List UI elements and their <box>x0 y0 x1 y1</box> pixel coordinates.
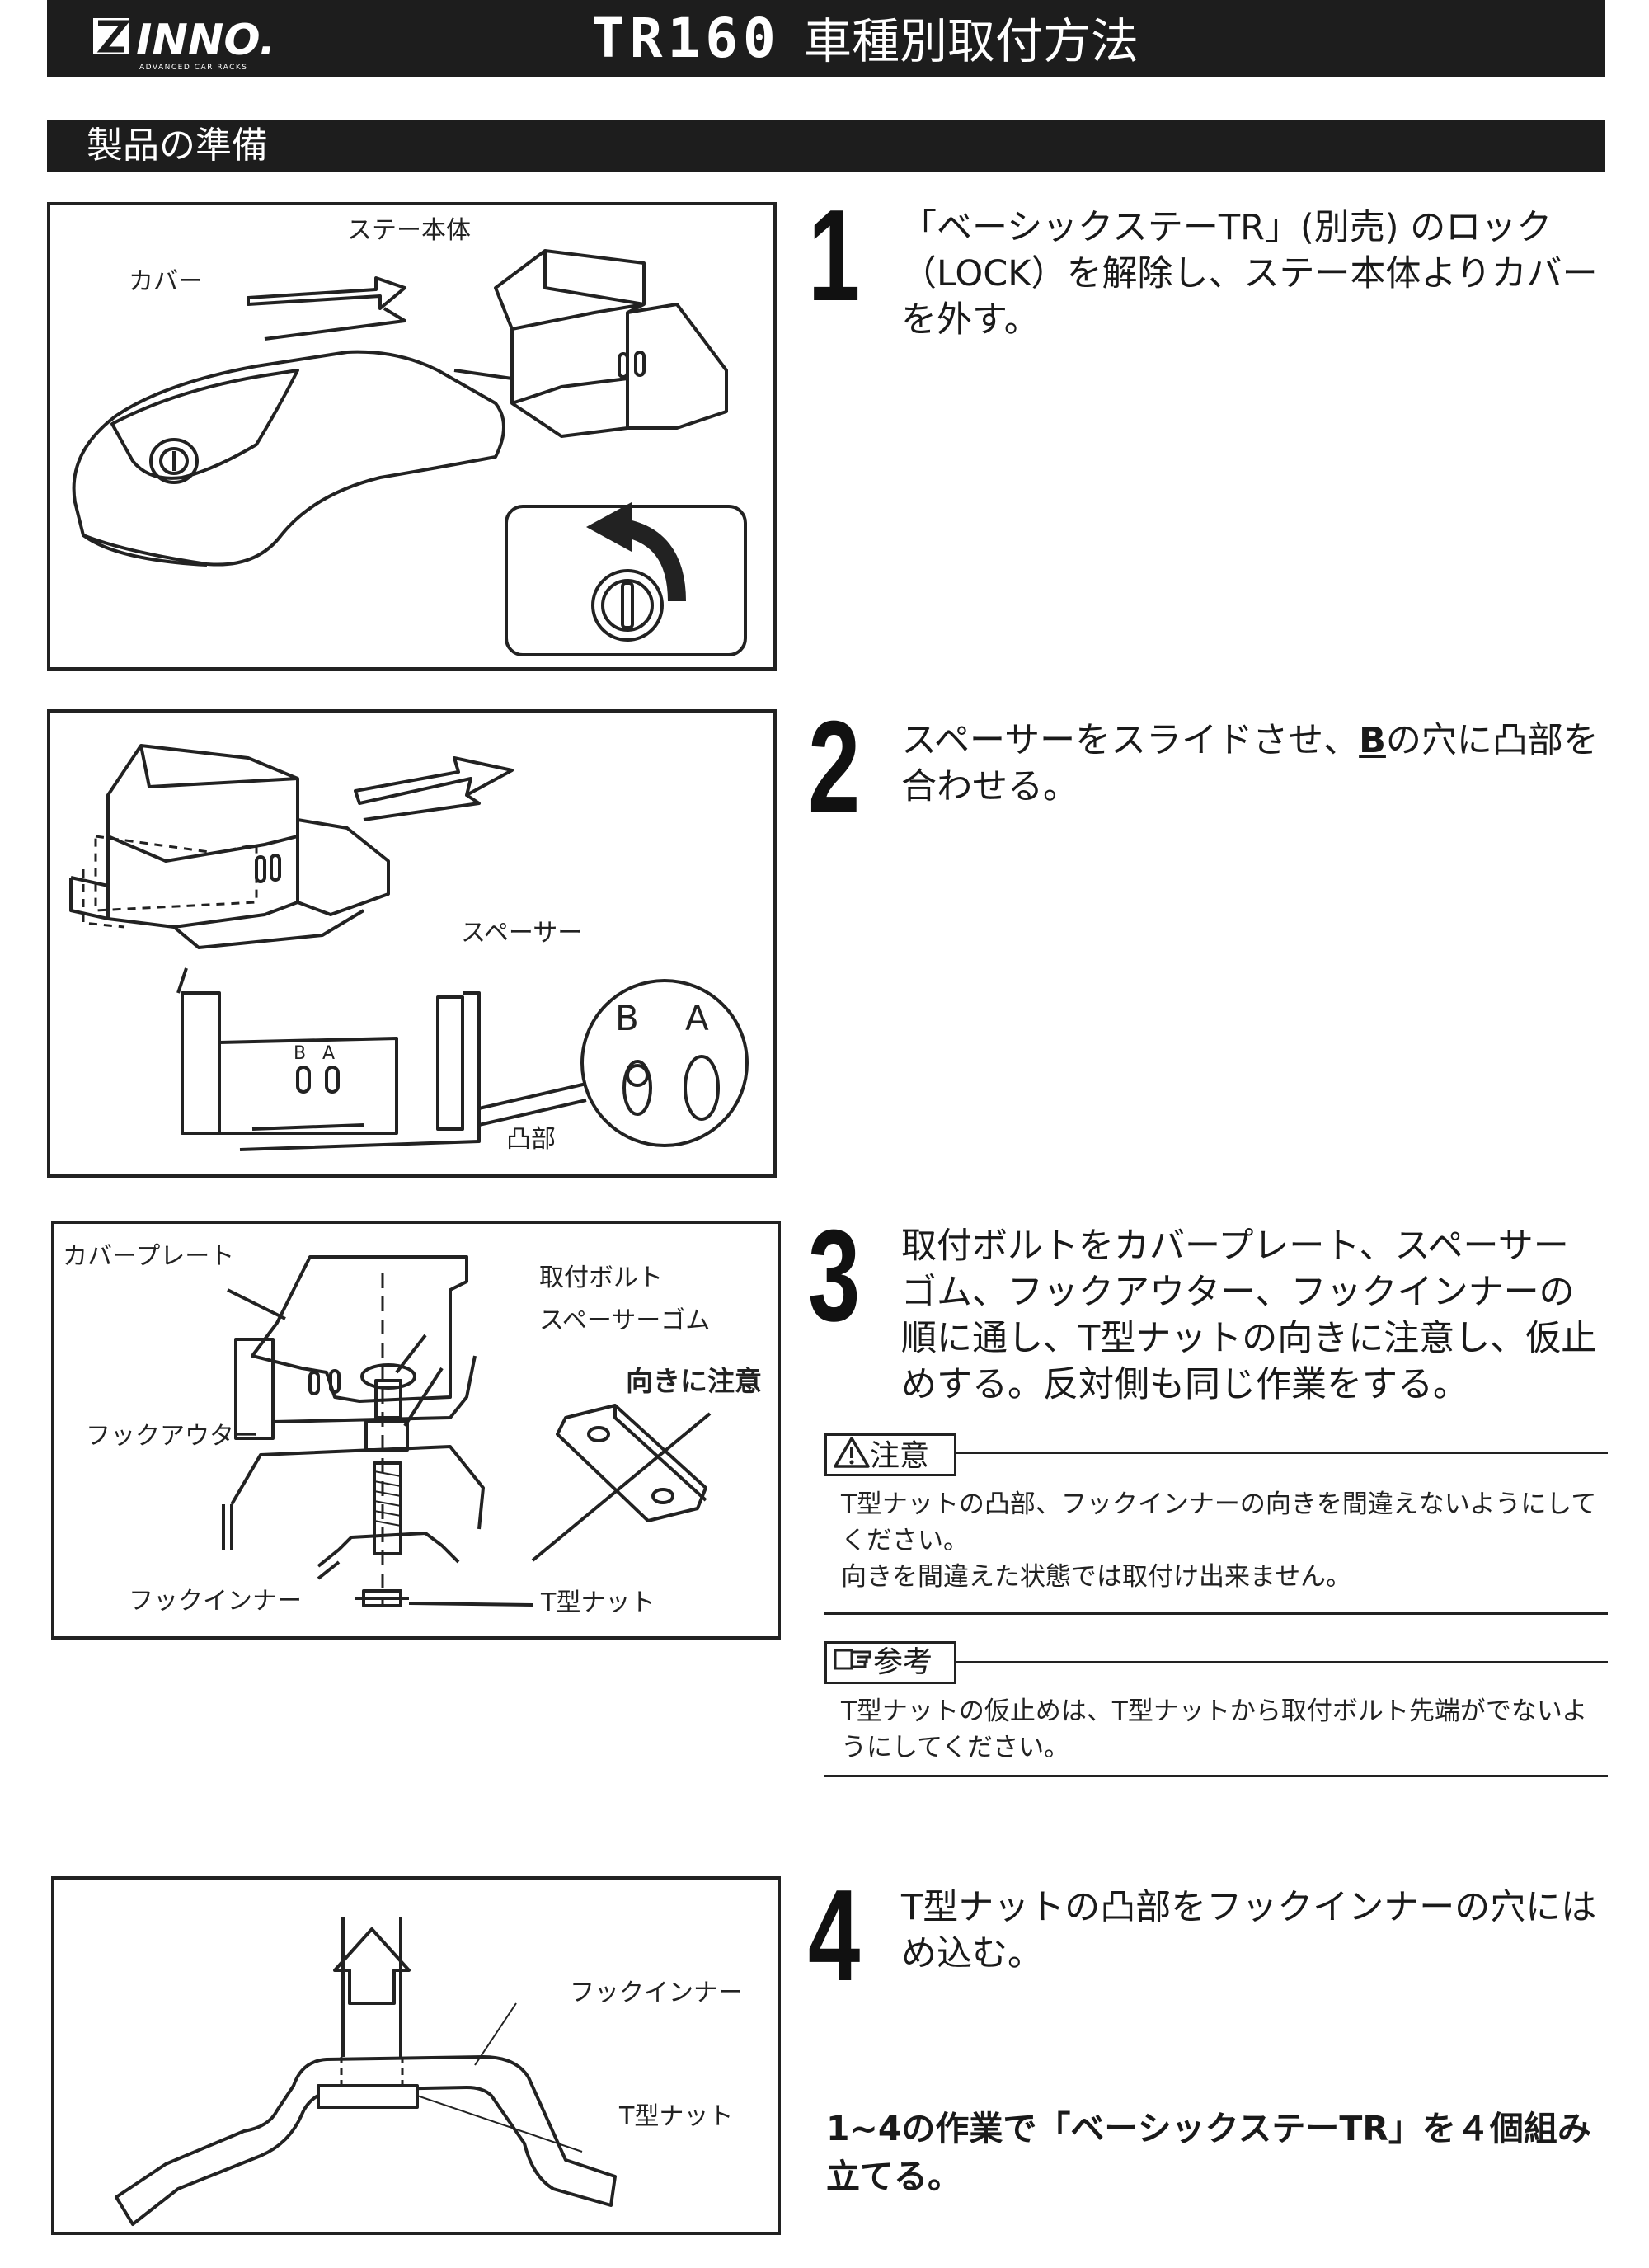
caution-text: T型ナットの凸部、フックインナーの向きを間違えないようにしてください。 向きを間… <box>841 1489 1597 1592</box>
reference-heading: 参考 <box>824 1641 956 1684</box>
page-title: 車種別取付方法 <box>804 13 1139 69</box>
svg-text:ADVANCED CAR RACKS: ADVANCED CAR RACKS <box>139 64 248 72</box>
hook-inner-label-4: フックインナー <box>570 1979 743 2007</box>
t-nut-insert-illustration <box>115 1917 617 2226</box>
model-name: TR160 <box>592 7 781 70</box>
figure-step-4: フックインナー T型ナット <box>51 1876 781 2235</box>
cover-plate-label: カバープレート <box>63 1242 235 1271</box>
hole-b-label: B <box>615 998 639 1038</box>
figure-step-2: B A スペーサー 凸部 B A <box>47 709 777 1178</box>
section-bar <box>47 120 1605 172</box>
cover-label: カバー <box>129 267 203 296</box>
stay-body-label: ステー本体 <box>347 216 471 245</box>
step-number-3: 3 <box>808 1203 861 1348</box>
bolt-label: 取付ボルト <box>539 1263 663 1292</box>
inno-logo-icon: INNO. ADVANCED CAR RACKS <box>93 16 275 72</box>
spacer-rubber-label: スペーサーゴム <box>539 1306 711 1335</box>
direction-caution-label: 向きに注意 <box>626 1365 762 1397</box>
t-nut-label: T型ナット <box>541 1588 655 1617</box>
step-2-text: スペーサーをスライドさせ、Bの穴に凸部を合わせる。 <box>901 720 1599 807</box>
section-title: 製品の準備 <box>87 125 268 167</box>
step-number-1: 1 <box>808 183 861 328</box>
spacer-label: スペーサー <box>461 919 583 948</box>
bolt-assembly-illustration <box>222 1255 712 1607</box>
convex-label: 凸部 <box>506 1125 556 1154</box>
caution-top-rule <box>956 1452 1608 1454</box>
svg-text:INNO.: INNO. <box>136 16 275 65</box>
svg-text:B: B <box>294 1043 306 1064</box>
t-nut-label-4: T型ナット <box>619 2102 734 2131</box>
reference-top-rule <box>956 1661 1608 1663</box>
step-4-text: T型ナットの凸部をフックインナーの穴にはめ込む。 <box>901 1887 1597 1974</box>
reference-bottom-rule <box>824 1775 1608 1777</box>
svg-text:A: A <box>322 1043 335 1064</box>
figure-step-1: ステー本体 カバー <box>47 202 777 671</box>
caution-heading: 注意 <box>824 1433 956 1476</box>
final-instruction: 1~4の作業で「ベーシックステーTR」を４個組み立てる。 <box>826 2109 1591 2196</box>
header-bar <box>47 0 1605 77</box>
hole-a-label: A <box>685 998 709 1038</box>
hook-inner-label: フックインナー <box>129 1587 302 1616</box>
pointing-hand-icon <box>834 1644 873 1683</box>
step-1-text: 「ベーシックステーTR」(別売) のロック（LOCK）を解除し、ステー本体よりカ… <box>901 207 1598 341</box>
hook-outer-label: フックアウター <box>86 1422 259 1451</box>
spacer-slide-illustration: B A <box>69 744 749 1151</box>
step-number-4: 4 <box>808 1863 861 2008</box>
figure-step-3: カバープレート 取付ボルト スペーサーゴム 向きに注意 フックアウター フックイ… <box>51 1221 781 1640</box>
reference-text: T型ナットの仮止めは、T型ナットから取付ボルト先端がでないようにしてください。 <box>841 1696 1588 1762</box>
caution-bottom-rule <box>824 1612 1608 1615</box>
step-3-text: 取付ボルトをカバープレート、スペーサーゴム、フックアウター、フックインナーの順に… <box>901 1226 1597 1405</box>
cover-removal-illustration <box>72 249 747 656</box>
warning-triangle-icon <box>834 1436 870 1479</box>
step-number-2: 2 <box>808 694 861 840</box>
